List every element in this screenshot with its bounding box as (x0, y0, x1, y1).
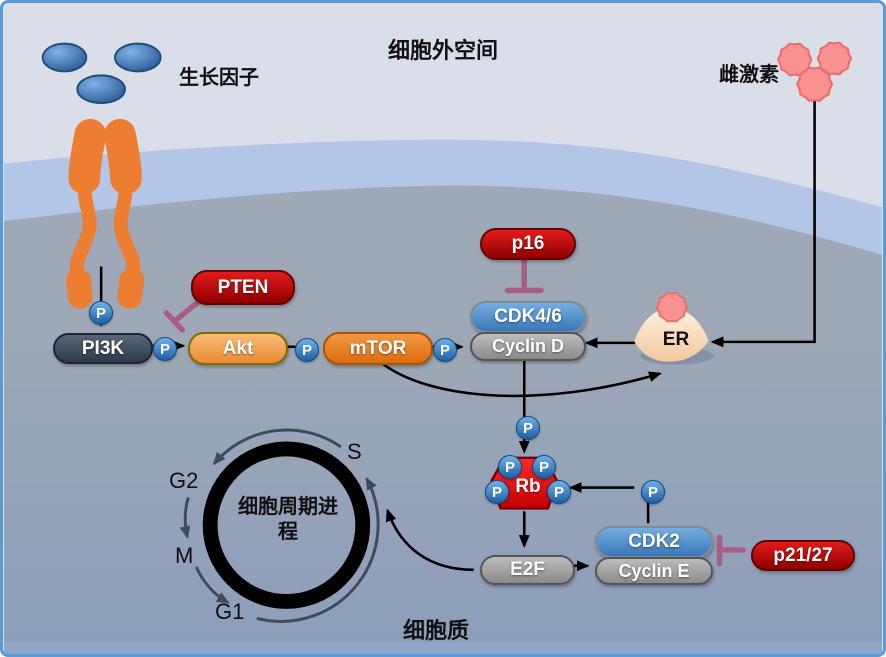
node-pi3k: PI3K (53, 333, 153, 364)
node-pten: PTEN (191, 270, 295, 305)
phospho-badge-pi3k-akt: P (153, 337, 177, 361)
receptor-head-right (104, 118, 142, 195)
node-cyclin-d: Cyclin D (470, 332, 586, 361)
phospho-badge-mtor-cyclind: P (433, 338, 457, 362)
growth-factor-molecules (41, 42, 162, 105)
receptor-head-left (68, 118, 107, 195)
node-akt: Akt (188, 332, 288, 365)
phospho-badge-receptor: P (89, 301, 113, 325)
cycle-arrow-m-to-g1 (194, 566, 230, 604)
receptor-stalk-left (69, 176, 97, 279)
receptor-foot-left (65, 268, 93, 309)
phospho-badge-rb-top-right: P (532, 455, 556, 479)
extracellular-space-label: 细胞外空间 (388, 38, 499, 63)
node-cdk2: CDK2 (595, 526, 713, 558)
receptor-dimer (65, 118, 145, 309)
growth-factor-oval (76, 74, 126, 105)
cytoplasm-label: 细胞质 (403, 618, 470, 643)
node-p21-27: p21/27 (751, 540, 855, 571)
cycle-arrow-g2-to-m (179, 497, 191, 540)
er-lens (634, 308, 709, 362)
cell-cycle-center-label: 细胞周期进程 (238, 496, 338, 543)
estrogen-on-er-icon (655, 291, 688, 323)
node-rb-label: Rb (515, 476, 541, 497)
e2f-to-cell-cycle-arrow (385, 508, 474, 572)
node-mtor: mTOR (323, 332, 433, 365)
growth-factor-oval (114, 42, 162, 73)
phospho-badge-rb-top-left: P (498, 455, 522, 479)
phospho-badge-cyclind-rb: P (516, 416, 540, 440)
node-e2f: E2F (480, 555, 575, 585)
phospho-badge-rb-right: P (547, 480, 571, 504)
node-er-label: ER (662, 329, 690, 350)
growth-factor-oval (41, 42, 88, 73)
p16-inhibition-bar (504, 256, 544, 294)
receptor-foot-right (117, 268, 145, 309)
inhibition-bars (163, 256, 746, 567)
node-p16: p16 (480, 228, 576, 260)
bottom-strip (4, 642, 882, 654)
cycle-arrow-s-to-g2 (212, 428, 342, 466)
cell-cycle-ring (202, 441, 371, 609)
phase-label-m: M (175, 543, 194, 568)
estrogen-label: 雌激素 (719, 64, 779, 86)
mtor-to-er-arrow (381, 362, 662, 398)
estrogen-molecule-icon (796, 66, 834, 102)
phase-label-g1: G1 (215, 599, 245, 624)
pten-inhibition-bar (163, 298, 202, 333)
estrogen-to-er-arrow (710, 100, 816, 348)
growth-factor-label: 生长因子 (179, 67, 259, 89)
phospho-badge-akt-mtor: P (295, 338, 319, 362)
receptor-stalk-right (113, 176, 141, 279)
phase-label-g2: G2 (169, 468, 199, 493)
phospho-badge-rb-left: P (485, 480, 509, 504)
node-cdk4-6: CDK4/6 (470, 301, 586, 333)
phase-label-s: S (347, 439, 362, 464)
node-cyclin-e: Cyclin E (595, 557, 713, 585)
cell-cycle-arrows (179, 428, 380, 623)
phospho-badge-cdk2: P (641, 480, 665, 504)
p21-inhibition-bar (716, 534, 746, 567)
cycle-arrow-g1-to-s (256, 476, 380, 623)
